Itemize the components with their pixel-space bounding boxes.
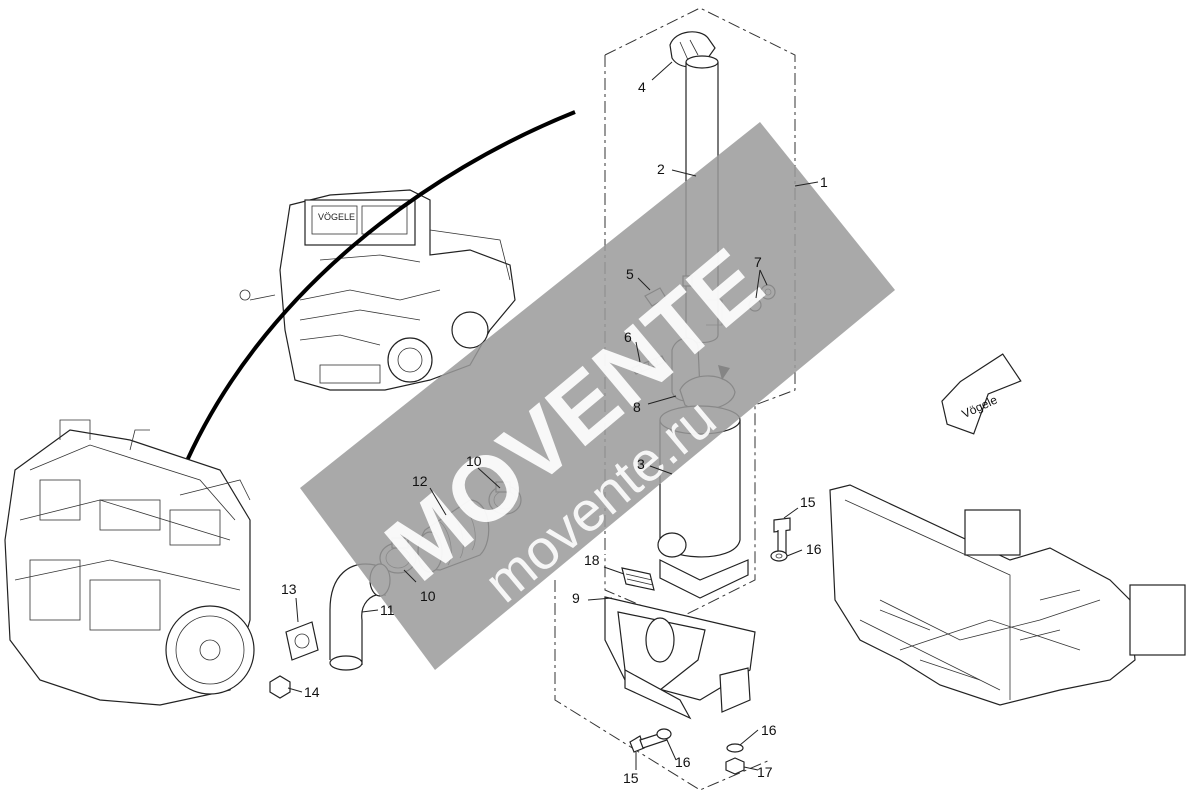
callout-15-lower: 15 — [623, 770, 639, 786]
machine-badge: VÖGELE — [318, 212, 355, 222]
engine-drawing — [4, 419, 255, 706]
callout-12: 12 — [412, 473, 428, 489]
callout-6: 6 — [624, 329, 632, 345]
nut-part-14 — [269, 675, 291, 699]
callout-leaders — [287, 61, 819, 771]
callout-7: 7 — [754, 254, 762, 270]
callout-10-upper: 10 — [466, 453, 482, 469]
nut-part-17 — [725, 757, 745, 775]
location-leader-curve — [180, 110, 576, 473]
callout-9: 9 — [572, 590, 580, 606]
gasket-part-18 — [621, 567, 655, 591]
washer-part-16-lower-left — [656, 728, 672, 740]
callout-11: 11 — [380, 602, 395, 618]
callout-2: 2 — [657, 161, 665, 177]
callout-1: 1 — [820, 174, 828, 190]
callout-labels: 1 2 3 4 5 6 7 8 9 10 10 11 12 13 14 15 1… — [281, 79, 828, 786]
washer-part-16-lower-right — [726, 743, 744, 753]
machine-frame-drawing — [829, 484, 1186, 706]
callout-16-lower-left: 16 — [675, 754, 691, 770]
callout-18: 18 — [584, 552, 600, 568]
callout-8: 8 — [633, 399, 641, 415]
callout-16-upper: 16 — [806, 541, 822, 557]
callout-4: 4 — [638, 79, 646, 95]
callout-16-lower-right: 16 — [761, 722, 777, 738]
washer-part-16-upper — [770, 550, 788, 562]
callout-10-lower: 10 — [420, 588, 436, 604]
callout-3: 3 — [637, 456, 645, 472]
heat-shield-bracket — [604, 596, 756, 720]
gasket-part-13 — [285, 621, 319, 661]
callout-13: 13 — [281, 581, 297, 597]
direction-arrow: Vögele — [941, 353, 1022, 435]
callout-5: 5 — [626, 266, 634, 282]
callout-14: 14 — [304, 684, 320, 700]
callout-15-upper: 15 — [800, 494, 816, 510]
callout-17: 17 — [757, 764, 773, 780]
